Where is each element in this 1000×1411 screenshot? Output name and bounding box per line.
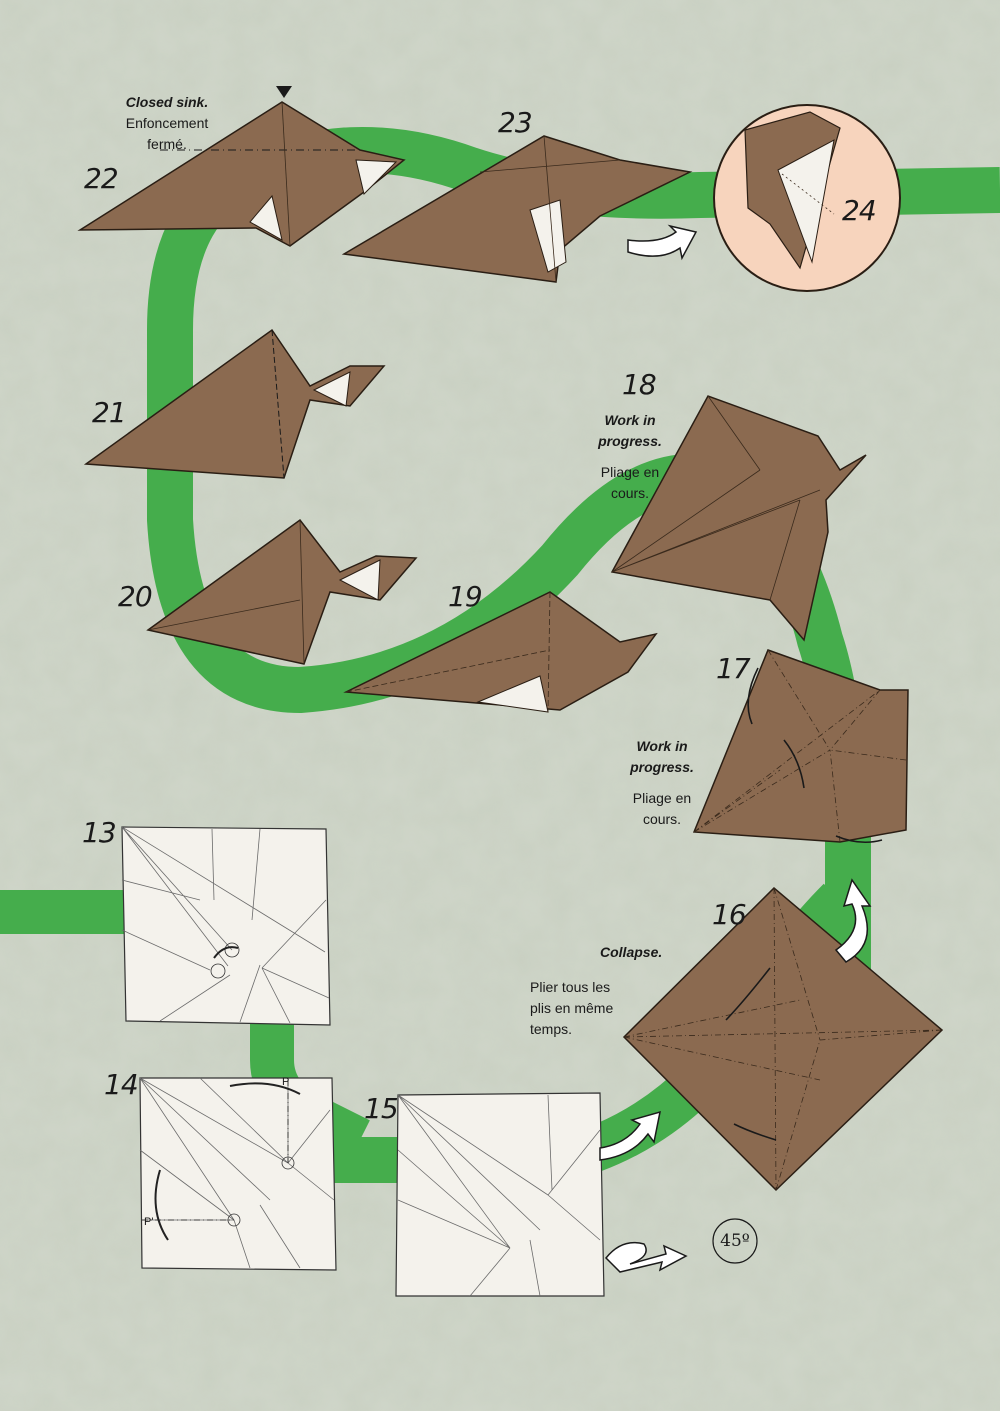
step-number-21: 21 bbox=[92, 396, 127, 429]
step-number-14: 14 bbox=[104, 1068, 139, 1101]
mark-p-prime: P' bbox=[144, 1216, 154, 1228]
rotation-label: 45º bbox=[720, 1231, 750, 1251]
step-23-shape bbox=[341, 135, 693, 283]
step-21-shape bbox=[83, 328, 386, 479]
step-number-17: 17 bbox=[716, 652, 751, 685]
note-step-22-en: Closed sink. bbox=[125, 94, 209, 110]
note-step-18-en-1: Work in bbox=[604, 412, 656, 428]
step-number-22: 22 bbox=[84, 162, 119, 195]
step-16-diamond bbox=[622, 886, 944, 1192]
arrow-icon bbox=[627, 224, 698, 261]
note-step-16-fr-1: Plier tous les bbox=[530, 979, 611, 995]
rotate-icon bbox=[712, 1218, 758, 1264]
step-number-18: 18 bbox=[622, 368, 657, 401]
note-step-16-en: Collapse. bbox=[600, 944, 663, 960]
note-step-16-fr-2: plis en même bbox=[530, 1000, 614, 1016]
step-number-23: 23 bbox=[498, 106, 533, 139]
note-step-17: Work in progress. Pliage en cours. bbox=[612, 736, 712, 830]
step-20-shape bbox=[146, 518, 418, 665]
step-number-24: 24 bbox=[842, 194, 877, 227]
note-step-18: Work in progress. Pliage en cours. bbox=[580, 410, 680, 504]
note-step-18-fr-1: Pliage en bbox=[600, 464, 660, 480]
step-19-shape bbox=[343, 591, 658, 713]
note-step-22-fr-2: fermé. bbox=[147, 136, 187, 152]
note-step-17-fr-2: cours. bbox=[642, 811, 682, 827]
note-step-18-fr-2: cours. bbox=[610, 485, 650, 501]
step-number-19: 19 bbox=[448, 580, 483, 613]
mark-p: P bbox=[282, 1076, 290, 1088]
note-step-16: Collapse. Plier tous les plis en même te… bbox=[530, 942, 663, 1040]
step-13-square bbox=[121, 826, 331, 1026]
step-number-15: 15 bbox=[364, 1092, 399, 1125]
push-arrow-icon bbox=[834, 878, 872, 963]
note-step-17-fr-1: Pliage en bbox=[632, 790, 692, 806]
step-number-20: 20 bbox=[118, 580, 153, 613]
step-14-square bbox=[139, 1077, 337, 1271]
arrow-icon bbox=[599, 1110, 661, 1161]
step-number-16: 16 bbox=[712, 898, 747, 931]
step-24-inset bbox=[713, 104, 901, 292]
note-step-22-fr-1: Enfoncement bbox=[125, 115, 209, 131]
note-step-17-en-1: Work in bbox=[636, 738, 688, 754]
note-step-18-en-2: progress. bbox=[598, 433, 662, 449]
step-15-square bbox=[395, 1092, 605, 1297]
note-step-22: Closed sink. Enfoncement fermé. bbox=[102, 92, 232, 155]
note-step-16-fr-3: temps. bbox=[530, 1021, 573, 1037]
note-step-17-en-2: progress. bbox=[630, 759, 694, 775]
turn-over-icon bbox=[604, 1241, 688, 1273]
step-18-shape bbox=[610, 395, 867, 642]
step-number-13: 13 bbox=[82, 816, 117, 849]
step-22-shape bbox=[77, 86, 406, 247]
step-17-shape bbox=[692, 649, 909, 844]
